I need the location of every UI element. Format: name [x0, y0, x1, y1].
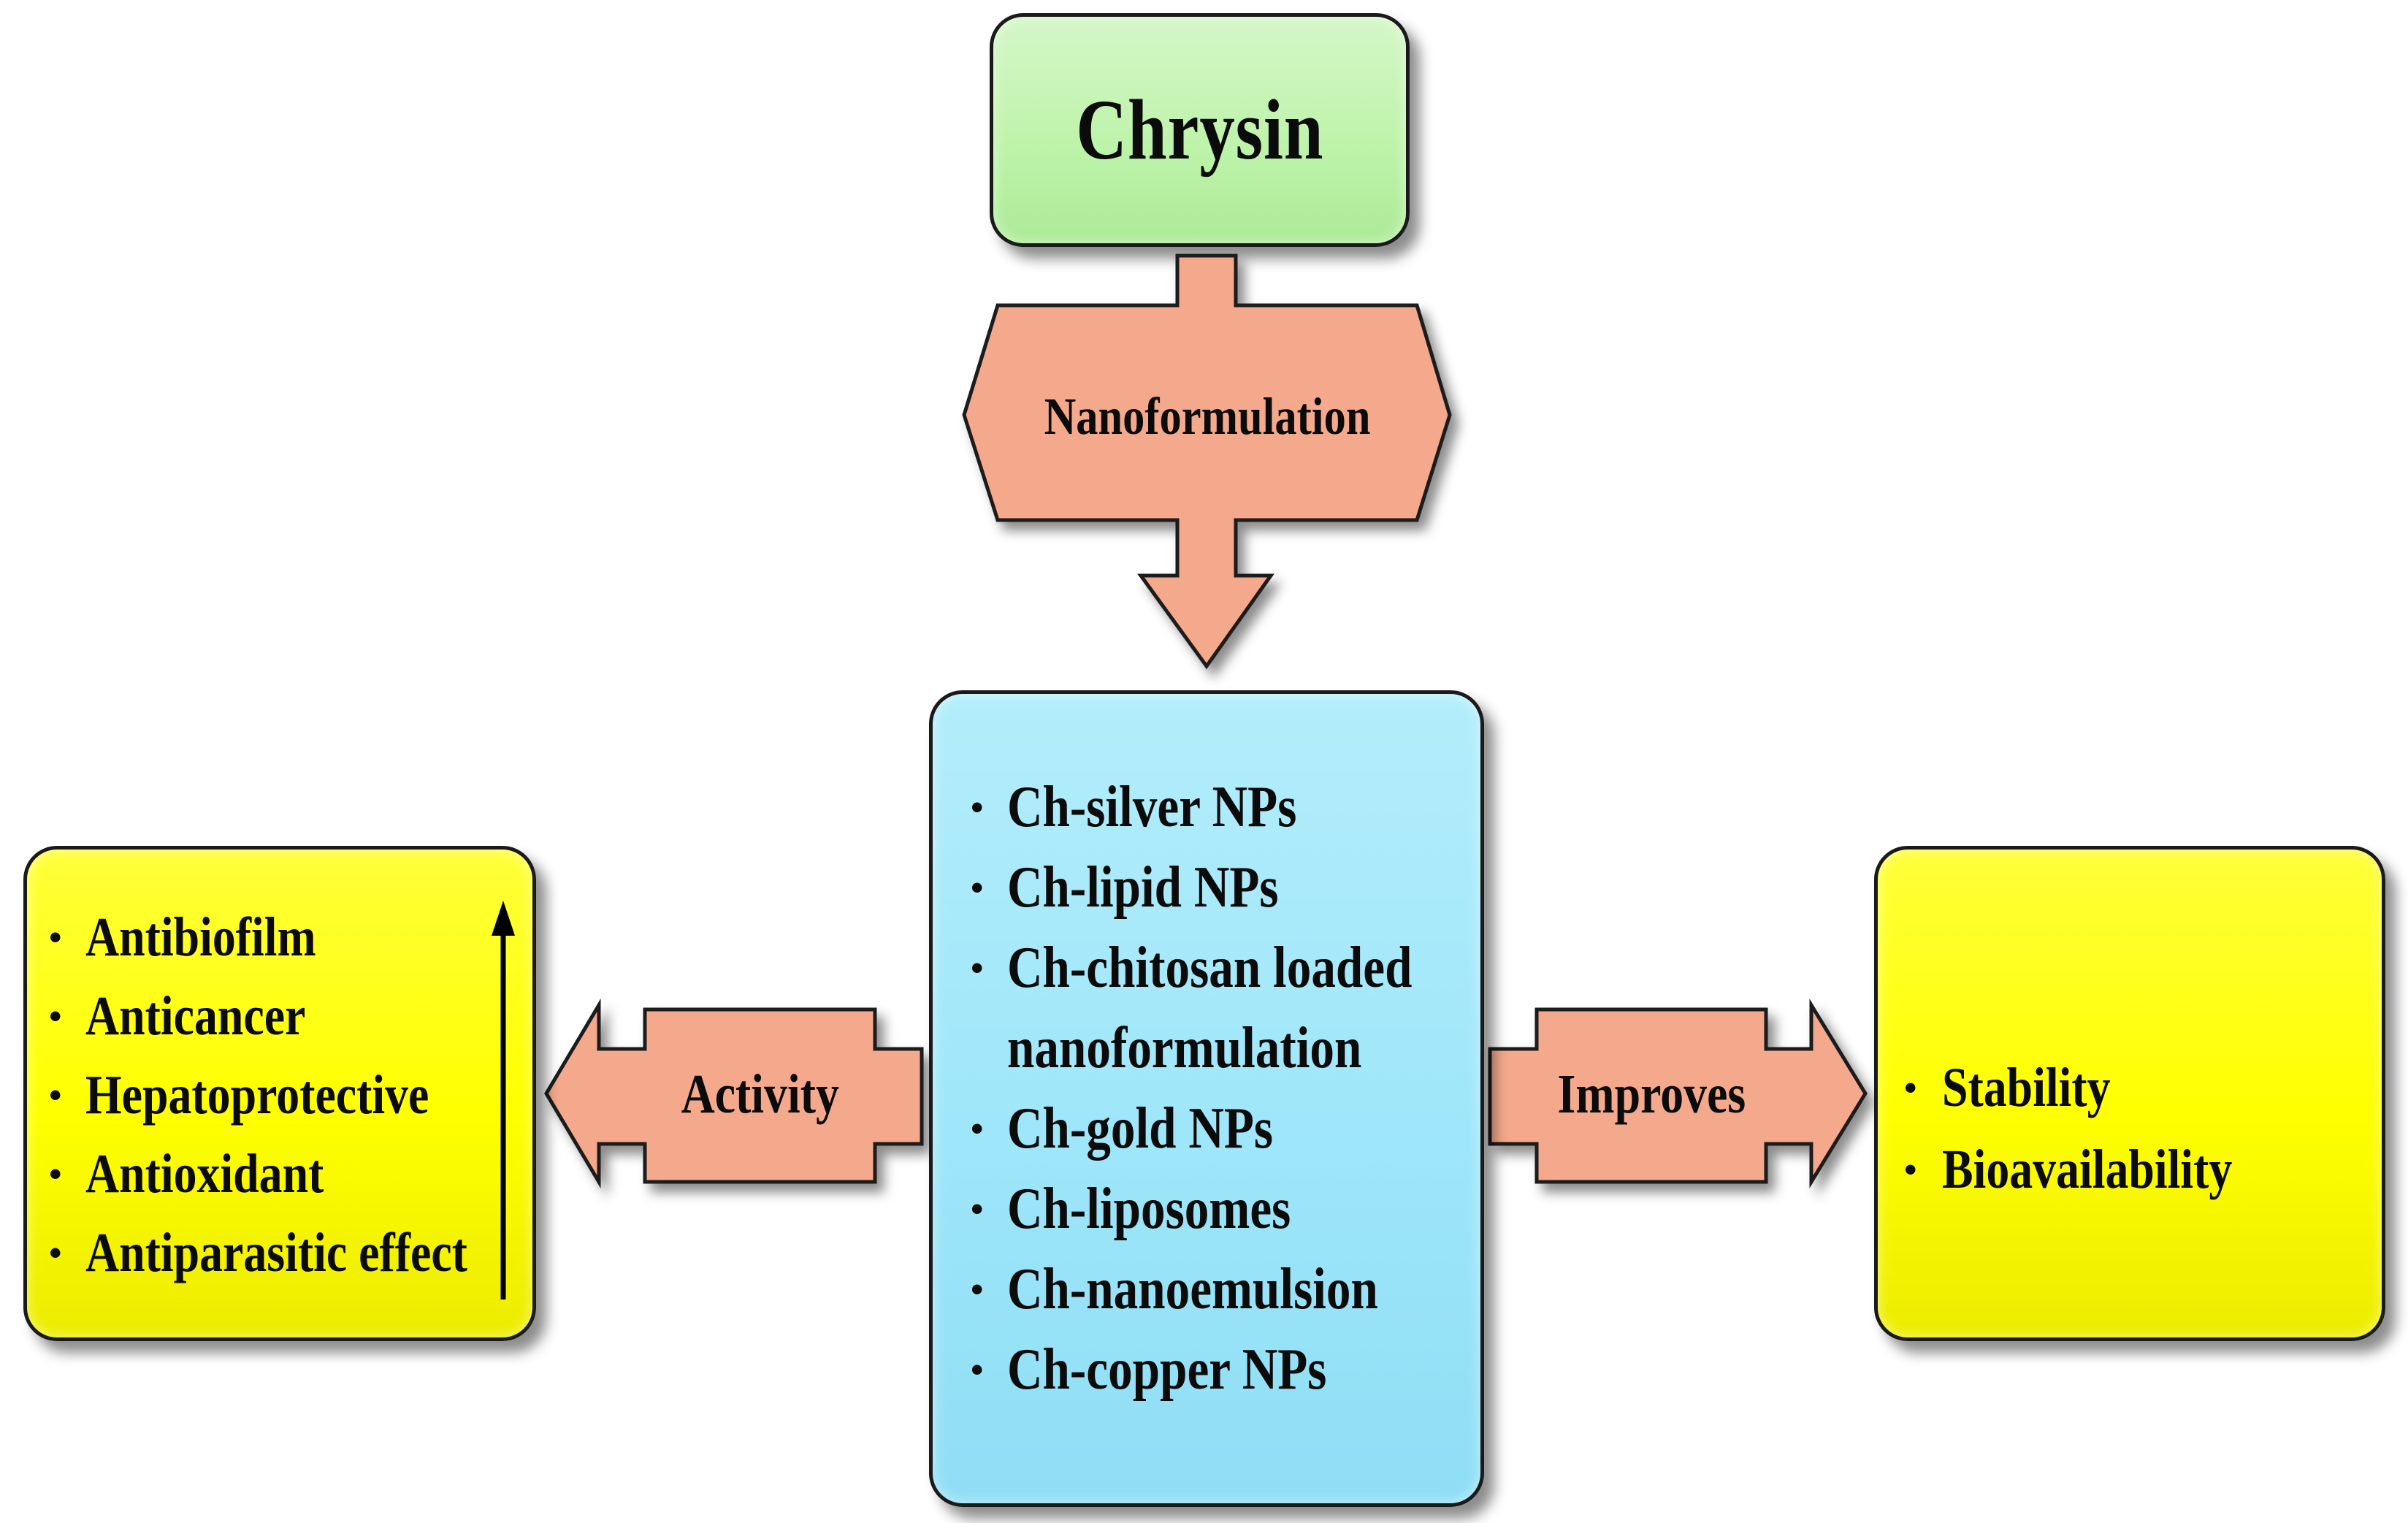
improvement-list: •Stability •Bioavailability — [1904, 1047, 2287, 1210]
improvement-box: •Stability •Bioavailability — [1874, 846, 2385, 1341]
list-item: •Hepatoprotective — [49, 1064, 429, 1126]
list-item: •Antiparasitic effect — [49, 1222, 467, 1283]
nanoformulation-list: •Ch-silver NPs •Ch-lipid NPs •Ch-chitosa… — [971, 767, 1518, 1410]
list-item: •Ch-copper NPs — [971, 1337, 1327, 1402]
list-item: •Ch-lipid NPs — [971, 855, 1279, 920]
list-item: •Ch-silver NPs — [971, 775, 1297, 839]
list-item: •Antibiofilm — [49, 906, 316, 968]
up-arrow-icon — [492, 901, 515, 1299]
list-item: •Ch-chitosan loaded nanoformulation — [971, 936, 1413, 1080]
activity-box: •Antibiofilm •Anticancer •Hepatoprotecti… — [23, 846, 536, 1341]
list-item: •Anticancer — [49, 985, 306, 1047]
list-item: •Ch-nanoemulsion — [971, 1257, 1378, 1321]
title-box: Chrysin — [990, 13, 1410, 247]
list-item: •Antioxidant — [49, 1143, 324, 1205]
title-text: Chrysin — [1075, 82, 1324, 178]
activity-label: Activity — [681, 1063, 839, 1125]
list-item: •Bioavailability — [1904, 1139, 2233, 1200]
list-item: •Ch-liposomes — [971, 1177, 1291, 1241]
activity-list: •Antibiofilm •Anticancer •Hepatoprotecti… — [49, 898, 540, 1292]
nanoformulation-label: Nanoformulation — [1044, 386, 1371, 446]
improves-label: Improves — [1557, 1063, 1746, 1125]
list-item: •Ch-gold NPs — [971, 1096, 1274, 1161]
list-item: •Stability — [1904, 1057, 2111, 1118]
nanoformulation-types-box: •Ch-silver NPs •Ch-lipid NPs •Ch-chitosa… — [929, 690, 1484, 1507]
